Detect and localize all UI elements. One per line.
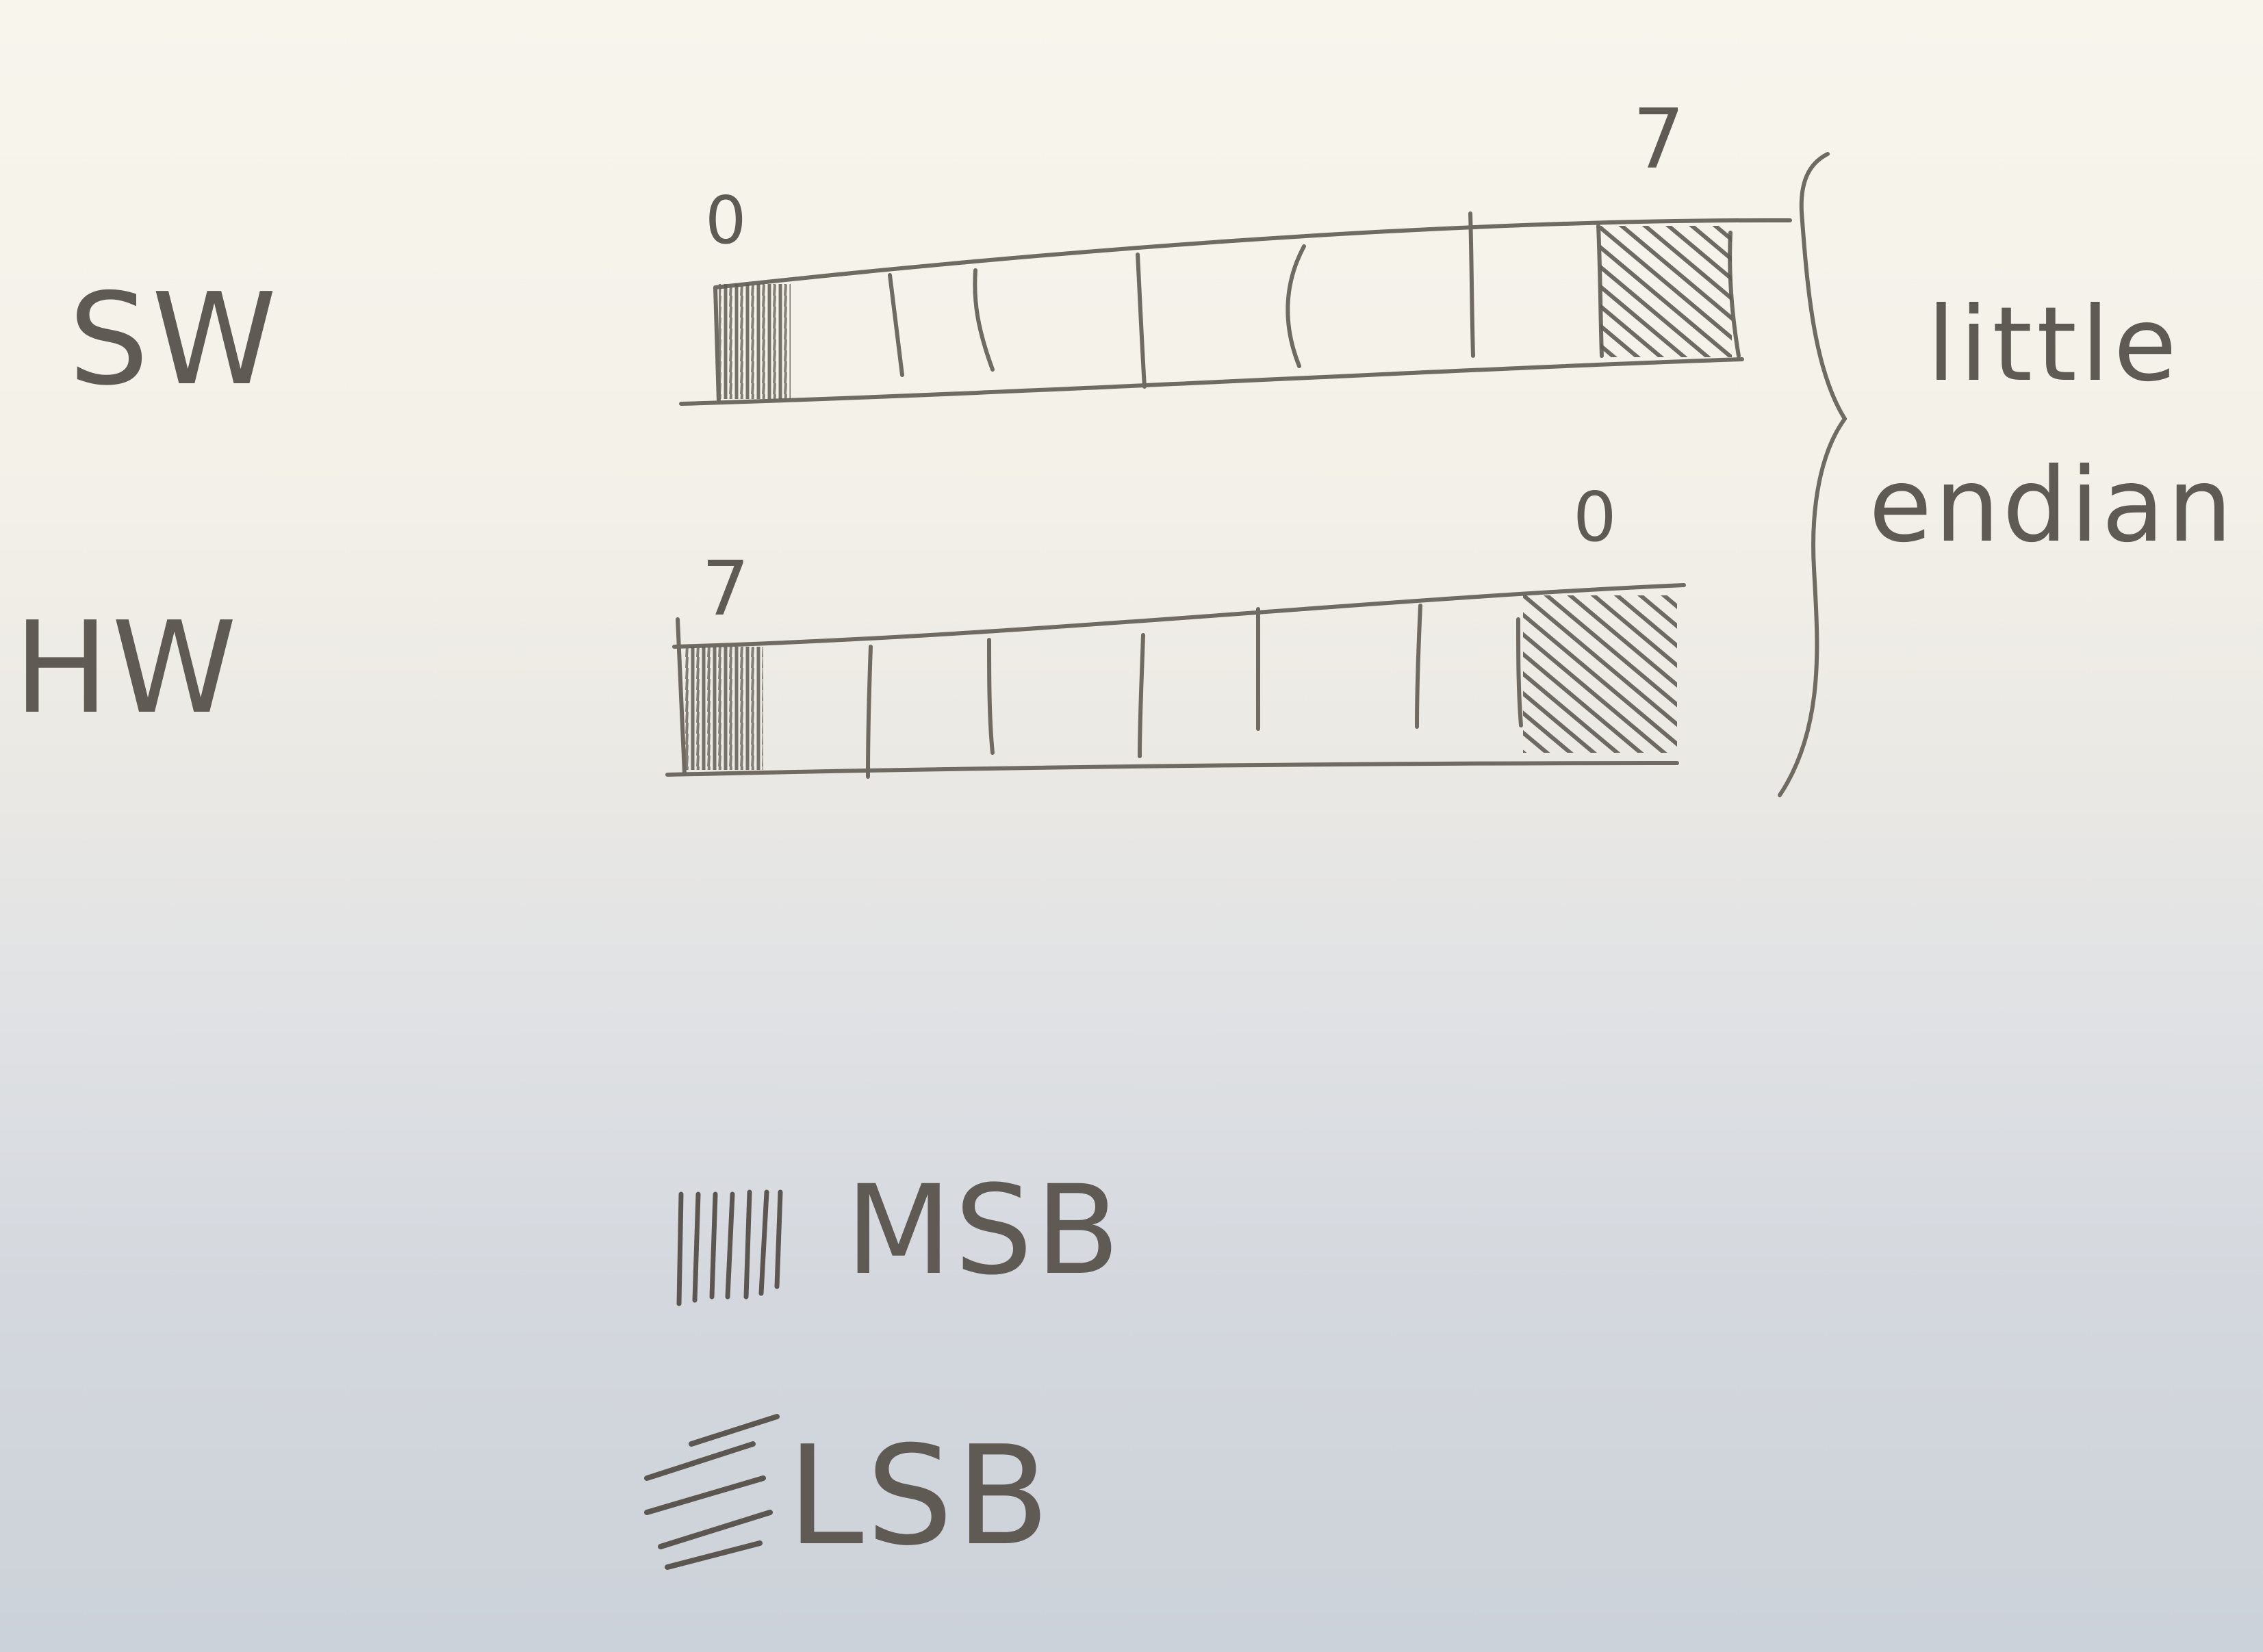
sw-index-right: 7 <box>1633 92 1685 188</box>
legend-lsb-label: LSB <box>787 1417 1053 1576</box>
hw-index-left: 7 <box>702 545 750 632</box>
hw-index-right: 0 <box>1573 477 1617 557</box>
hw-lsb-cell <box>1523 595 1677 753</box>
legend-msb-swatch <box>676 1189 783 1306</box>
legend-msb-label: MSB <box>845 1159 1123 1302</box>
row-label-hw: HW <box>14 594 240 742</box>
sw-msb-cell <box>719 284 791 399</box>
curly-bracket <box>1778 152 1847 797</box>
bracket-label-line1: little <box>1927 285 2181 404</box>
row-label-sw: SW <box>68 266 279 413</box>
bracket-label-line2: endian <box>1869 446 2235 565</box>
legend-lsb-swatch <box>644 1414 780 1570</box>
sw-index-left: 0 <box>705 183 746 259</box>
sw-lsb-cell <box>1600 226 1732 357</box>
hw-msb-cell <box>685 647 763 770</box>
hw-byte-strip <box>665 583 1686 779</box>
